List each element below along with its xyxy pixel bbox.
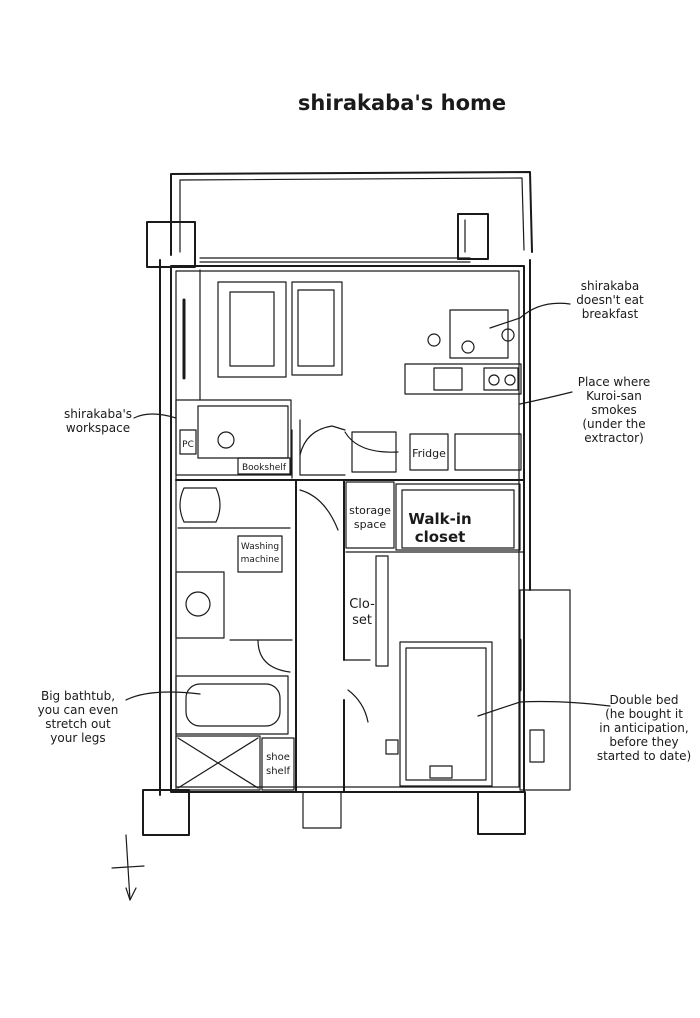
walk-in-closet-label-1: Walk-in [408, 510, 471, 528]
svg-text:your legs: your legs [50, 731, 105, 745]
closet-label-1: Clo- [349, 597, 375, 612]
fridge-label: Fridge [412, 447, 446, 460]
page-title: shirakaba's home [298, 91, 506, 115]
svg-text:(he bought it: (he bought it [605, 707, 683, 721]
svg-text:shirakaba: shirakaba [581, 279, 640, 293]
svg-text:stretch out: stretch out [45, 717, 111, 731]
outer-walls [142, 259, 531, 836]
shoe-shelf-label-1: shoe [266, 752, 290, 763]
storage-label-2: space [354, 518, 387, 531]
bookshelf-label: Bookshelf [242, 463, 287, 473]
double-bed [399, 641, 493, 787]
svg-text:doesn't eat: doesn't eat [576, 293, 644, 307]
washing-machine [237, 535, 283, 573]
svg-text:breakfast: breakfast [582, 307, 639, 321]
walk-in-closet-label-2: closet [415, 528, 466, 546]
annotation-bathtub: Big bathtub, you can even stretch out yo… [38, 689, 201, 745]
armchair [291, 281, 343, 376]
storage-label-1: storage [349, 504, 391, 517]
kitchen-counter [404, 363, 522, 395]
svg-text:you can even: you can even [38, 703, 119, 717]
annotation-smokes: Place where Kuroi-san smokes (under the … [519, 375, 651, 445]
svg-text:started to date): started to date) [597, 749, 691, 763]
annotation-breakfast: shirakaba doesn't eat breakfast [489, 279, 644, 329]
bathtub [175, 675, 289, 735]
svg-text:in anticipation,: in anticipation, [599, 721, 688, 735]
pc-label: PC [182, 440, 194, 450]
shoe-shelf [261, 737, 295, 791]
annotation-workspace: shirakaba's workspace [64, 407, 177, 435]
washing-machine-label-2: machine [241, 555, 280, 565]
hallway [295, 479, 371, 793]
workspace: PC Bookshelf [175, 399, 293, 479]
svg-text:shirakaba's: shirakaba's [64, 407, 132, 421]
storage-area: storage space Walk-in closet [345, 481, 525, 553]
shoe-shelf-label-2: shelf [266, 766, 290, 777]
svg-text:extractor): extractor) [584, 431, 644, 445]
washing-machine-label-1: Washing [241, 542, 279, 552]
svg-text:Kuroi-san: Kuroi-san [586, 389, 642, 403]
sofa [217, 281, 287, 378]
living-room: Fridge [199, 269, 522, 476]
bedroom: Clo- set [349, 555, 571, 791]
annotation-bed: Double bed (he bought it in anticipation… [477, 693, 691, 763]
svg-text:smokes: smokes [591, 403, 636, 417]
bathroom-area: Washing machine shoe shelf [175, 487, 295, 791]
north-arrow [111, 834, 145, 901]
svg-text:(under the: (under the [582, 417, 645, 431]
closet-label-2: set [352, 613, 372, 628]
fridge [409, 433, 449, 471]
svg-text:Big bathtub,: Big bathtub, [41, 689, 115, 703]
svg-text:Place where: Place where [578, 375, 651, 389]
svg-text:workspace: workspace [66, 421, 130, 435]
svg-text:Double bed: Double bed [610, 693, 679, 707]
svg-text:before they: before they [609, 735, 678, 749]
dining-table [449, 309, 509, 359]
balcony [146, 171, 533, 268]
